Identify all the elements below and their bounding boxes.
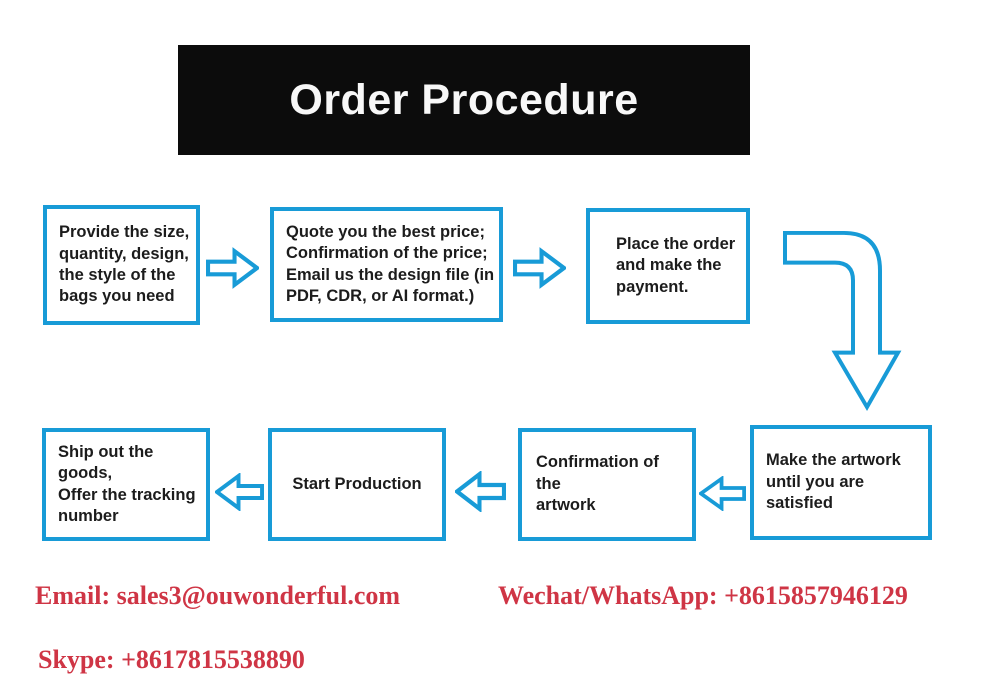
contact-email: Email: sales3@ouwonderful.com [35,581,401,610]
left-arrow-icon [215,473,264,511]
right-arrow-icon [206,247,259,289]
elbow-down-arrow-icon [782,226,902,414]
step-text: Start Production [292,474,422,493]
step-box-ship-goods: Ship out the goods, Offer the tracking n… [42,428,210,541]
step-box-start-production: Start Production [268,428,446,541]
step-text: Make the artwork until you are satisfied [766,451,901,513]
step-box-quote-price: Quote you the best price; Confirmation o… [270,207,503,322]
contact-wechat-whatsapp: Wechat/WhatsApp: +8615857946129 [498,581,908,610]
left-arrow-icon [699,476,746,511]
step-text: Ship out the goods, Offer the tracking n… [58,442,196,525]
step-box-place-order: Place the order and make the payment. [586,208,750,324]
step-text: Confirmation of the artwork [536,453,659,515]
step-box-make-artwork: Make the artwork until you are satisfied [750,425,932,540]
step-box-provide-details: Provide the size, quantity, design, the … [43,205,200,325]
title-banner: Order Procedure [178,45,750,155]
contact-skype: Skype: +8617815538890 [38,645,305,674]
page-title: Order Procedure [289,75,639,124]
step-text: Quote you the best price; Confirmation o… [286,222,495,305]
left-arrow-icon [455,471,506,512]
right-arrow-icon [513,247,566,289]
step-text: Provide the size, quantity, design, the … [59,223,190,306]
step-text: Place the order and make the payment. [616,234,736,296]
step-box-artwork-confirmation: Confirmation of the artwork [518,428,696,541]
